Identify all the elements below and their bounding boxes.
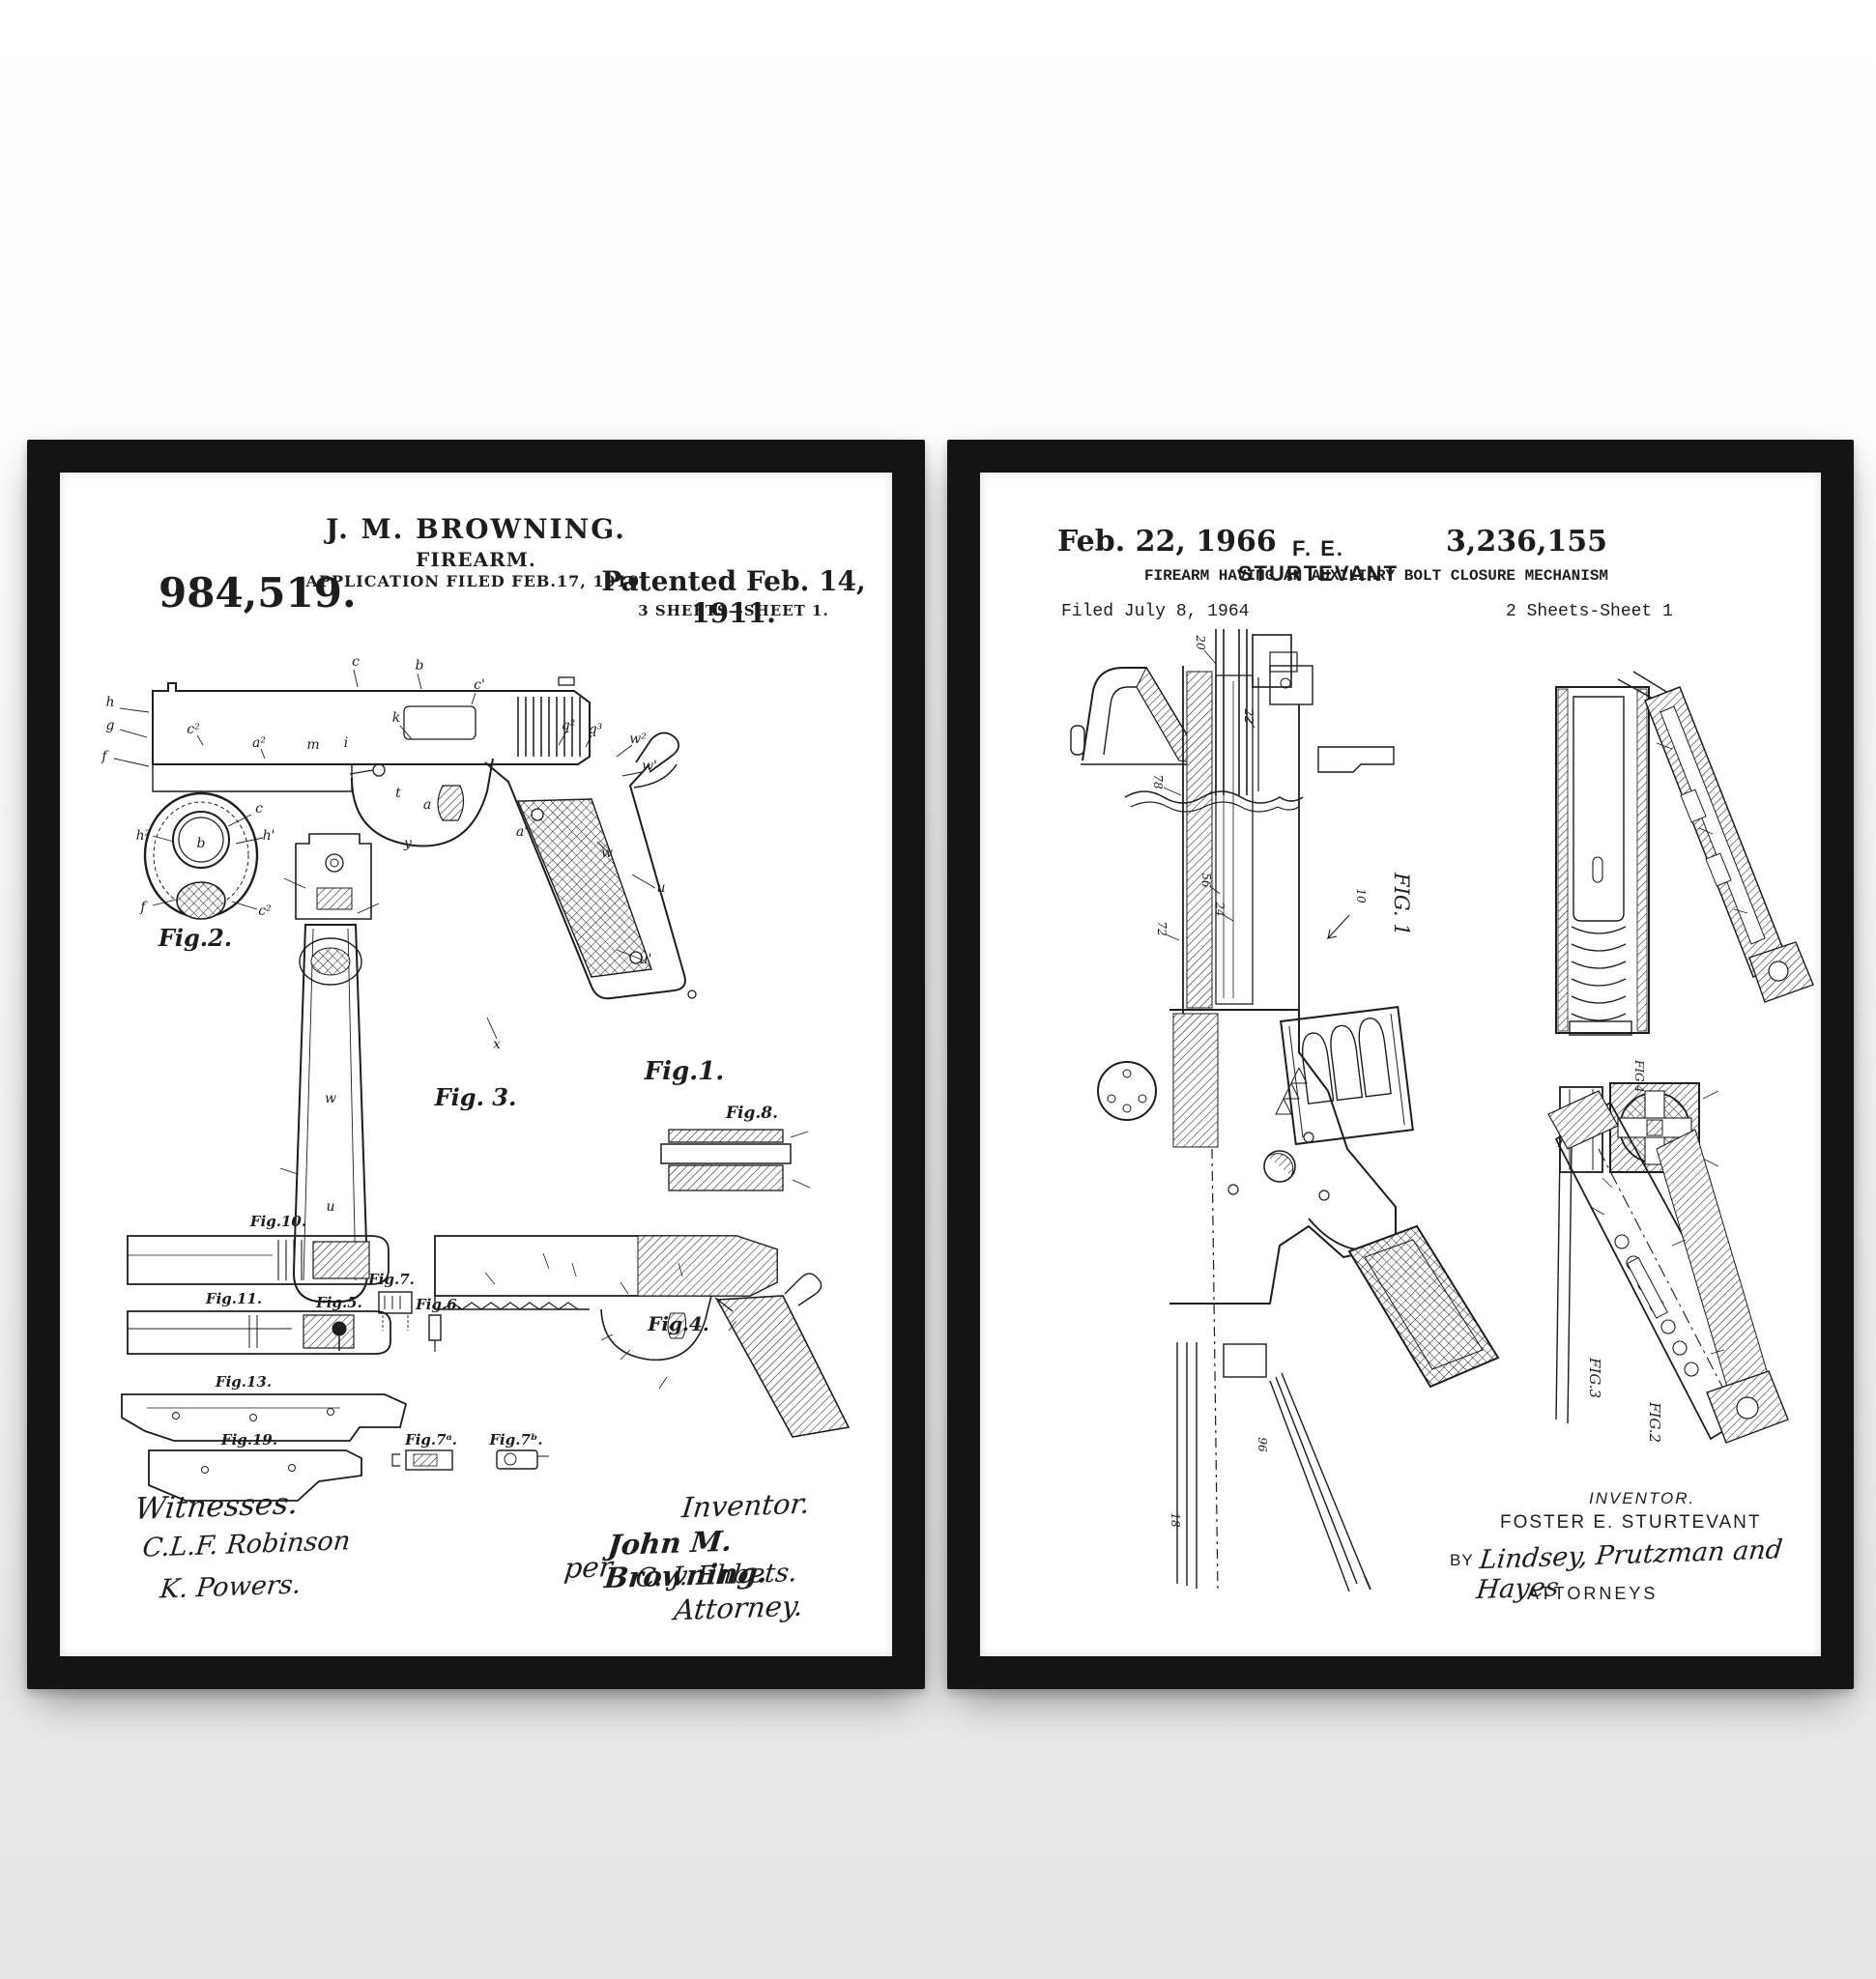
left-frame: J. M. BROWNING. FIREARM. APPLICATION FIL… — [27, 440, 925, 1689]
fig7a-label: Fig.7ᵃ. — [404, 1431, 457, 1448]
ref-letter: q² — [562, 718, 576, 733]
ref-letter: c — [255, 801, 263, 817]
fig11-label: Fig.11. — [205, 1290, 262, 1307]
fig10-label: Fig.10. — [249, 1213, 306, 1230]
fig19-label: Fig.19. — [220, 1431, 277, 1448]
inventor-label: INVENTOR. — [1589, 1489, 1695, 1508]
fig7b-label: Fig.7ᵇ. — [488, 1431, 542, 1448]
right-poster: Feb. 22, 1966 F. E. STURTEVANT 3,236,155… — [980, 473, 1821, 1656]
ref-letter: b — [416, 658, 424, 674]
fig3-label: Fig. 3. — [434, 1083, 517, 1111]
ref-letter: c² — [258, 903, 272, 919]
ref-letter: m — [306, 737, 319, 753]
ref-letter: w — [325, 1091, 336, 1106]
ref-letter: c' — [474, 677, 485, 693]
ref-letter: w' — [642, 759, 657, 774]
ref-numeral: 18 — [1169, 1512, 1182, 1528]
fig4-label: Fig.4. — [647, 1312, 709, 1335]
fig3-label: FIG.3 — [1586, 1357, 1603, 1398]
attorneys-label: ATTORNEYS — [1527, 1584, 1658, 1604]
inventor-label: Inventor. — [680, 1487, 812, 1525]
ref-letter: q³ — [589, 722, 603, 737]
fig2-bolt-closure-detail — [1556, 672, 1813, 1035]
ref-letter: b — [197, 836, 206, 851]
fig4-label: FIG.4 — [1632, 1059, 1646, 1093]
by-label: BY — [1450, 1551, 1474, 1570]
witnesses-label: Witnesses. — [133, 1486, 300, 1527]
ref-letter: c² — [187, 722, 200, 737]
fig6-label: Fig.6. — [415, 1296, 462, 1313]
fig7b-detail — [497, 1450, 549, 1469]
attorney-signature: C. J. Ehbets. — [634, 1558, 798, 1593]
fig3-grip-rear-view — [280, 834, 379, 1302]
per-label: per — [563, 1550, 614, 1585]
ref-letter: f — [101, 749, 109, 764]
ref-letter: u — [326, 1199, 334, 1215]
ref-letter: u' — [640, 952, 652, 967]
ref-letter: a — [423, 797, 431, 813]
fig8-label: Fig.8. — [725, 1104, 778, 1123]
fig2-muzzle-front-view — [145, 793, 263, 919]
ref-letter: f — [139, 900, 148, 915]
fig1-rifle-cross-section — [1071, 629, 1498, 1593]
ref-letter: h² — [136, 828, 151, 844]
ref-numeral: 96 — [1255, 1437, 1269, 1452]
ref-letter: u — [656, 880, 665, 896]
ref-letter: c — [352, 654, 360, 670]
ref-letter: a' — [516, 824, 528, 840]
fig13-label: Fig.13. — [215, 1373, 272, 1391]
ref-letter: k — [392, 710, 400, 726]
ref-letter: t — [395, 786, 401, 801]
attorney-label: Attorney. — [673, 1590, 805, 1627]
fig4-pistol-section-view — [435, 1236, 849, 1437]
right-patent-drawing: FIG. 1 FIG.2 FIG.3 FIG.4 20 22 78 56 24 … — [980, 473, 1821, 1656]
ref-numeral: 10 — [1354, 888, 1368, 903]
fig1-label: FIG. 1 — [1390, 872, 1413, 936]
ref-letter: y — [403, 836, 413, 851]
fig8-link-detail — [661, 1130, 810, 1190]
ref-numeral: 20 — [1194, 634, 1207, 650]
inventor-fullname: FOSTER E. STURTEVANT — [1500, 1512, 1762, 1534]
ref-letter: g — [106, 718, 115, 733]
ref-letter: w — [601, 846, 613, 861]
fig10-slide-part — [128, 1236, 389, 1284]
fig2-label: FIG.2 — [1646, 1401, 1663, 1443]
fig7-detail — [379, 1292, 412, 1331]
ref-numeral: 24 — [1213, 901, 1227, 916]
ref-letter: w² — [629, 731, 647, 747]
witness-signature-2: K. Powers. — [159, 1569, 303, 1604]
fig2-label: Fig.2. — [158, 924, 232, 952]
ref-numeral: 56 — [1199, 873, 1213, 888]
fig7-label: Fig.7. — [367, 1271, 415, 1288]
ref-letter: x — [493, 1037, 501, 1052]
fig11-slide-part — [128, 1311, 390, 1354]
ref-letter: h — [105, 695, 114, 710]
ref-numeral: 78 — [1151, 774, 1165, 789]
fig1-label: Fig.1. — [644, 1057, 725, 1086]
ref-numeral: 72 — [1155, 921, 1169, 935]
fig6-detail — [429, 1315, 441, 1352]
right-frame: Feb. 22, 1966 F. E. STURTEVANT 3,236,155… — [947, 440, 1854, 1689]
left-patent-drawing: Fig.1. Fig.2. Fig. 3. Fig.4. Fig.5. Fig.… — [60, 473, 892, 1656]
ref-numeral: 22 — [1242, 707, 1255, 723]
ref-letter: a² — [252, 735, 266, 751]
fig7a-detail — [392, 1450, 452, 1470]
left-poster: J. M. BROWNING. FIREARM. APPLICATION FIL… — [60, 473, 892, 1656]
ref-letter: i — [344, 735, 348, 751]
ref-letter: h' — [263, 828, 275, 844]
fig5-label: Fig.5. — [315, 1294, 362, 1311]
fig3-receiver-detail — [1548, 1091, 1788, 1443]
